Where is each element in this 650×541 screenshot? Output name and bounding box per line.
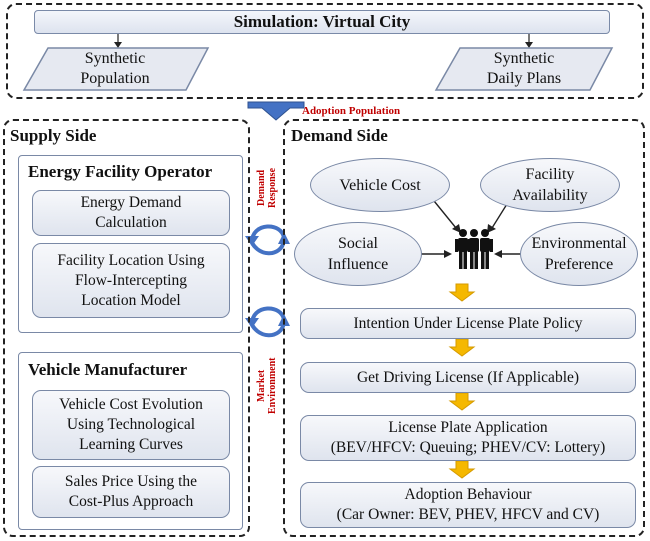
synthetic-daily-plans-shape [434,47,614,91]
vehicle-cost-factor: Vehicle Cost [310,158,450,212]
synthetic-population-shape [22,47,210,91]
simulation-region [6,3,644,99]
demand-response-arrow [250,224,286,243]
license-plate-step: License Plate Application(BEV/HFCV: Queu… [300,415,636,461]
vehicle-manufacturer-title: Vehicle Manufacturer [28,360,188,379]
adoption-behaviour-step: Adoption Behaviour(Car Owner: BEV, PHEV,… [300,482,636,528]
adoption-population-label: Adoption Population [302,105,401,117]
supply-side-title: Supply Side [10,126,97,145]
intention-step: Intention Under License Plate Policy [300,308,636,339]
demand-side-region [283,119,645,537]
demand-side-title: Demand Side [291,126,388,145]
simulation-title: Simulation: Virtual City [34,10,610,34]
driving-license-step: Get Driving License (If Applicable) [300,362,636,393]
supply-side-region [3,119,250,537]
people-icon [455,229,493,269]
step-arrows [448,283,476,479]
market-environment-arrow [250,306,286,325]
adoption-arrow [247,101,305,121]
energy-facility-operator-title: Energy Facility Operator [28,162,213,181]
